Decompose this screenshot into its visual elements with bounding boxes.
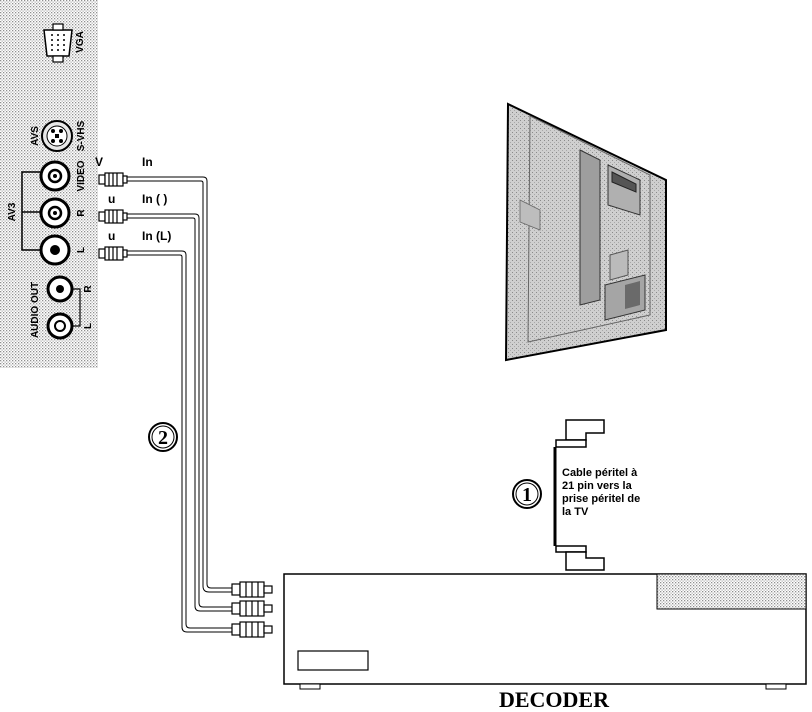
- video-cable-label: In: [142, 155, 153, 169]
- scart-callout-line-2: 21 pin vers la: [562, 480, 633, 492]
- decoder-foot-left: [299, 683, 321, 690]
- step-1-number: 1: [522, 484, 532, 506]
- decoder-box: [283, 573, 807, 690]
- audio-out-label: AUDIO OUT: [30, 282, 41, 338]
- audio-r-jack-label: R: [76, 209, 87, 217]
- decoder-grille: [656, 573, 807, 610]
- left-cable-label: In (L): [142, 229, 171, 243]
- rca-cable-left: [126, 250, 232, 633]
- step-2-marker: 2: [148, 422, 178, 452]
- svhs-label: S-VHS: [76, 120, 87, 151]
- video-plug-panel-icon: [98, 172, 128, 187]
- av3-label: AV3: [7, 202, 18, 221]
- step-1-marker: 1: [512, 479, 542, 509]
- av3-bracket: [21, 171, 40, 251]
- audio-out-l-label: L: [83, 323, 94, 329]
- audio-out-bracket: [72, 288, 81, 327]
- tv-rear-illustration: [504, 102, 667, 362]
- audio-out-r-jack-icon: [46, 275, 74, 303]
- rca-cable-video: [126, 176, 232, 593]
- decoder-label: DECODER: [499, 687, 610, 712]
- scart-callout-line-4: la TV: [562, 506, 589, 518]
- decoder-display: [297, 650, 369, 671]
- svhs-connector-icon: [41, 120, 73, 152]
- audio-r-jack-icon: [39, 197, 71, 229]
- right-plug-decoder-icon: [231, 600, 273, 617]
- scart-cable-illustration: [553, 419, 605, 571]
- step-2-number: 2: [158, 427, 168, 449]
- rear-connector-panel: VGA AVS S-VHS AV3 VIDEO R: [0, 0, 98, 368]
- right-cable-label: In ( ): [142, 192, 167, 206]
- video-jack-icon: [39, 160, 71, 192]
- audio-out-l-jack-icon: [46, 312, 74, 340]
- avs-label: AVS: [30, 126, 41, 146]
- audio-out-r-label: R: [83, 285, 94, 293]
- audio-l-jack-icon: [39, 234, 71, 266]
- video-cable-color-letter: V: [95, 155, 103, 169]
- scart-callout-line-1: Cable péritel à: [562, 467, 638, 479]
- left-cable-color-letter: u: [108, 229, 115, 243]
- scart-callout-line-3: prise péritel de: [562, 493, 640, 505]
- decoder-foot-right: [765, 683, 787, 690]
- video-plug-decoder-icon: [231, 581, 273, 598]
- right-plug-panel-icon: [98, 209, 128, 224]
- left-plug-panel-icon: [98, 246, 128, 261]
- vga-label: VGA: [75, 31, 86, 53]
- right-cable-color-letter: u: [108, 192, 115, 206]
- audio-l-jack-label: L: [76, 247, 87, 253]
- left-plug-decoder-icon: [231, 621, 273, 638]
- rca-cable-right: [126, 213, 232, 612]
- video-jack-label: VIDEO: [76, 160, 87, 191]
- vga-connector-icon: [43, 23, 73, 63]
